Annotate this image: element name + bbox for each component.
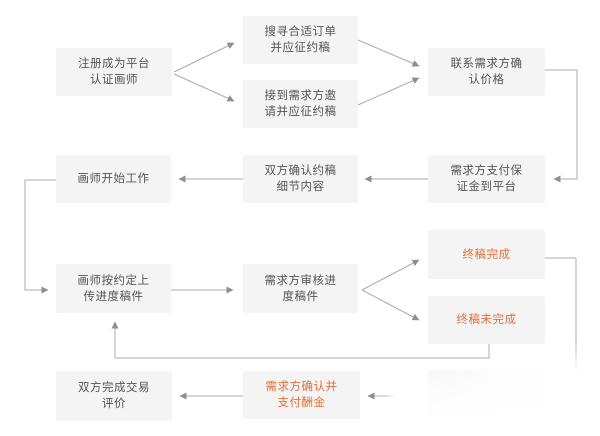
node-confirm-pay-label: 需求方确认并 支付酬金 (265, 381, 338, 409)
node-start-work: 画师开始工作 (56, 155, 171, 203)
node-final-not-done: 终稿未完成 (428, 296, 545, 344)
node-review-progress: 需求方审核进 度稿件 (243, 264, 358, 313)
node-evaluate-label: 双方完成交易 评价 (78, 382, 150, 410)
node-upload-progress: 画师按约定上 传进度稿件 (56, 264, 171, 313)
node-contact-price: 联系需求方确 认价格 (428, 48, 545, 96)
node-start-work-label: 画师开始工作 (77, 173, 150, 185)
node-register: 注册成为平台 认证画师 (56, 48, 172, 96)
node-upload-progress-label: 画师按约定上 传进度稿件 (77, 274, 150, 303)
node-pay-deposit: 需求方支付保 证金到平台 (428, 155, 545, 203)
node-final-done: 终稿完成 (428, 230, 545, 279)
node-final-done-label: 终稿完成 (462, 248, 511, 261)
node-confirm-pay: 需求方确认并 支付酬金 (243, 371, 360, 419)
node-review-progress-label: 需求方审核进 度稿件 (264, 274, 337, 303)
node-search-order-label: 搜寻合适订单 并应征约稿 (264, 26, 337, 54)
node-confirm-details-label: 双方确认约稿 细节内容 (264, 165, 337, 193)
node-contact-price-label: 联系需求方确 认价格 (450, 58, 523, 86)
node-receive-invite: 接到需求方邀 请并应征约稿 (243, 80, 358, 128)
node-faded-bottom-right (428, 370, 545, 420)
node-pay-deposit-label: 需求方支付保 证金到平台 (450, 165, 523, 193)
node-register-label: 注册成为平台 认证画师 (78, 58, 150, 86)
node-search-order: 搜寻合适订单 并应征约稿 (243, 16, 358, 64)
node-receive-invite-label: 接到需求方邀 请并应征约稿 (264, 90, 337, 118)
node-confirm-details: 双方确认约稿 细节内容 (243, 155, 358, 203)
node-final-not-done-label: 终稿未完成 (456, 314, 517, 326)
node-evaluate: 双方完成交易 评价 (56, 371, 172, 421)
